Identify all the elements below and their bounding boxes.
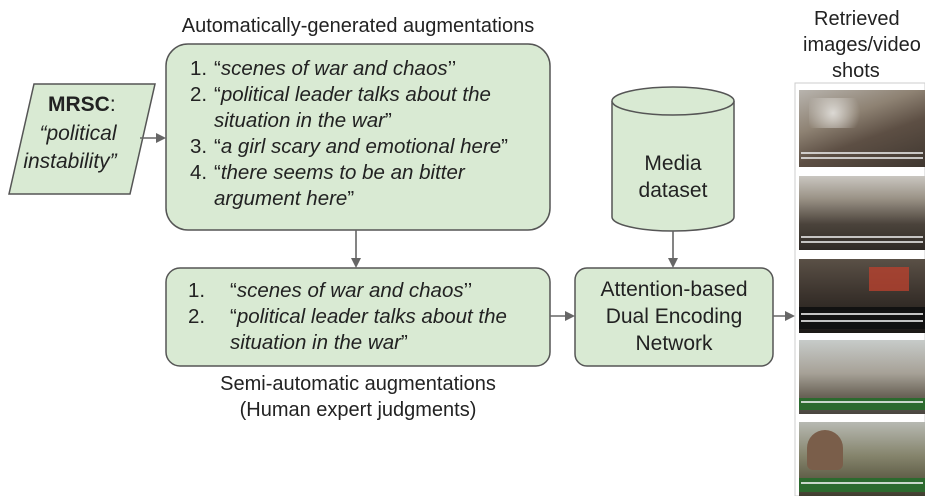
semi-title-line1: Semi-automatic augmentations [220, 373, 496, 395]
semi-item-2: 2.“political leader talks about the situ… [188, 305, 507, 354]
auto-title: Automatically-generated augmentations [181, 15, 535, 37]
result-thumbnail-5 [799, 422, 925, 496]
auto-item-text: a girl scary and emotional here [220, 135, 502, 158]
network-label: Attention-based Dual Encoding Network [575, 276, 773, 357]
auto-item-3: 3.“a girl scary and emotional here” [190, 135, 508, 158]
svg-text:MRSC:: MRSC: [48, 93, 116, 116]
network-box [574, 267, 774, 367]
network-line3: Network [635, 332, 713, 355]
retrieved-title-line1: Retrieved [814, 8, 900, 30]
media-line1: Media [644, 152, 702, 175]
query-colon: : [110, 93, 116, 116]
result-thumbnail-1 [799, 90, 925, 167]
auto-item-2: 2.“political leader talks about the situ… [190, 83, 491, 132]
semi-list-container: 1.“scenes of war and chaos’’ 2.“politica… [170, 278, 548, 356]
query-line2: instability” [23, 150, 117, 173]
query-parallelogram [8, 83, 156, 195]
semi-augmentations-box [165, 267, 551, 367]
media-dataset-label: Media dataset [612, 150, 734, 204]
result-thumbnail-3 [799, 259, 925, 333]
auto-item-text: scenes of war and chaos [220, 57, 448, 80]
network-line2: Dual Encoding [605, 305, 743, 328]
media-line2: dataset [638, 179, 708, 202]
auto-augmentations-list: 1.“scenes of war and chaos’’ 2.“politica… [170, 56, 545, 212]
retrieved-title-line3: shots [832, 60, 880, 82]
semi-item-text: scenes of war and chaos [236, 279, 464, 302]
semi-augmentations-list: 1.“scenes of war and chaos’’ 2.“politica… [170, 278, 548, 356]
query-line1: “political [39, 122, 117, 145]
result-thumbnail-2 [799, 176, 925, 250]
semi-item-text: political leader talks about the situati… [230, 305, 507, 354]
auto-item-4: 4.“there seems to be an bitter argument … [190, 161, 465, 210]
semi-title-line2: (Human expert judgments) [239, 399, 477, 421]
retrieved-title-line2: images/video [803, 34, 921, 56]
auto-list-container: 1.“scenes of war and chaos’’ 2.“politica… [170, 56, 545, 212]
semi-item-1: 1.“scenes of war and chaos’’ [188, 279, 473, 302]
auto-item-text: there seems to be an bitter argument her… [214, 161, 465, 210]
media-dataset-cylinder [611, 86, 735, 232]
network-line1: Attention-based [600, 278, 748, 301]
result-thumbnail-4 [799, 340, 925, 414]
auto-item-text: political leader talks about the situati… [214, 83, 491, 132]
auto-augmentations-box [165, 43, 551, 231]
query-label: MRSC [48, 93, 110, 116]
auto-item-1: 1.“scenes of war and chaos’’ [190, 57, 457, 80]
